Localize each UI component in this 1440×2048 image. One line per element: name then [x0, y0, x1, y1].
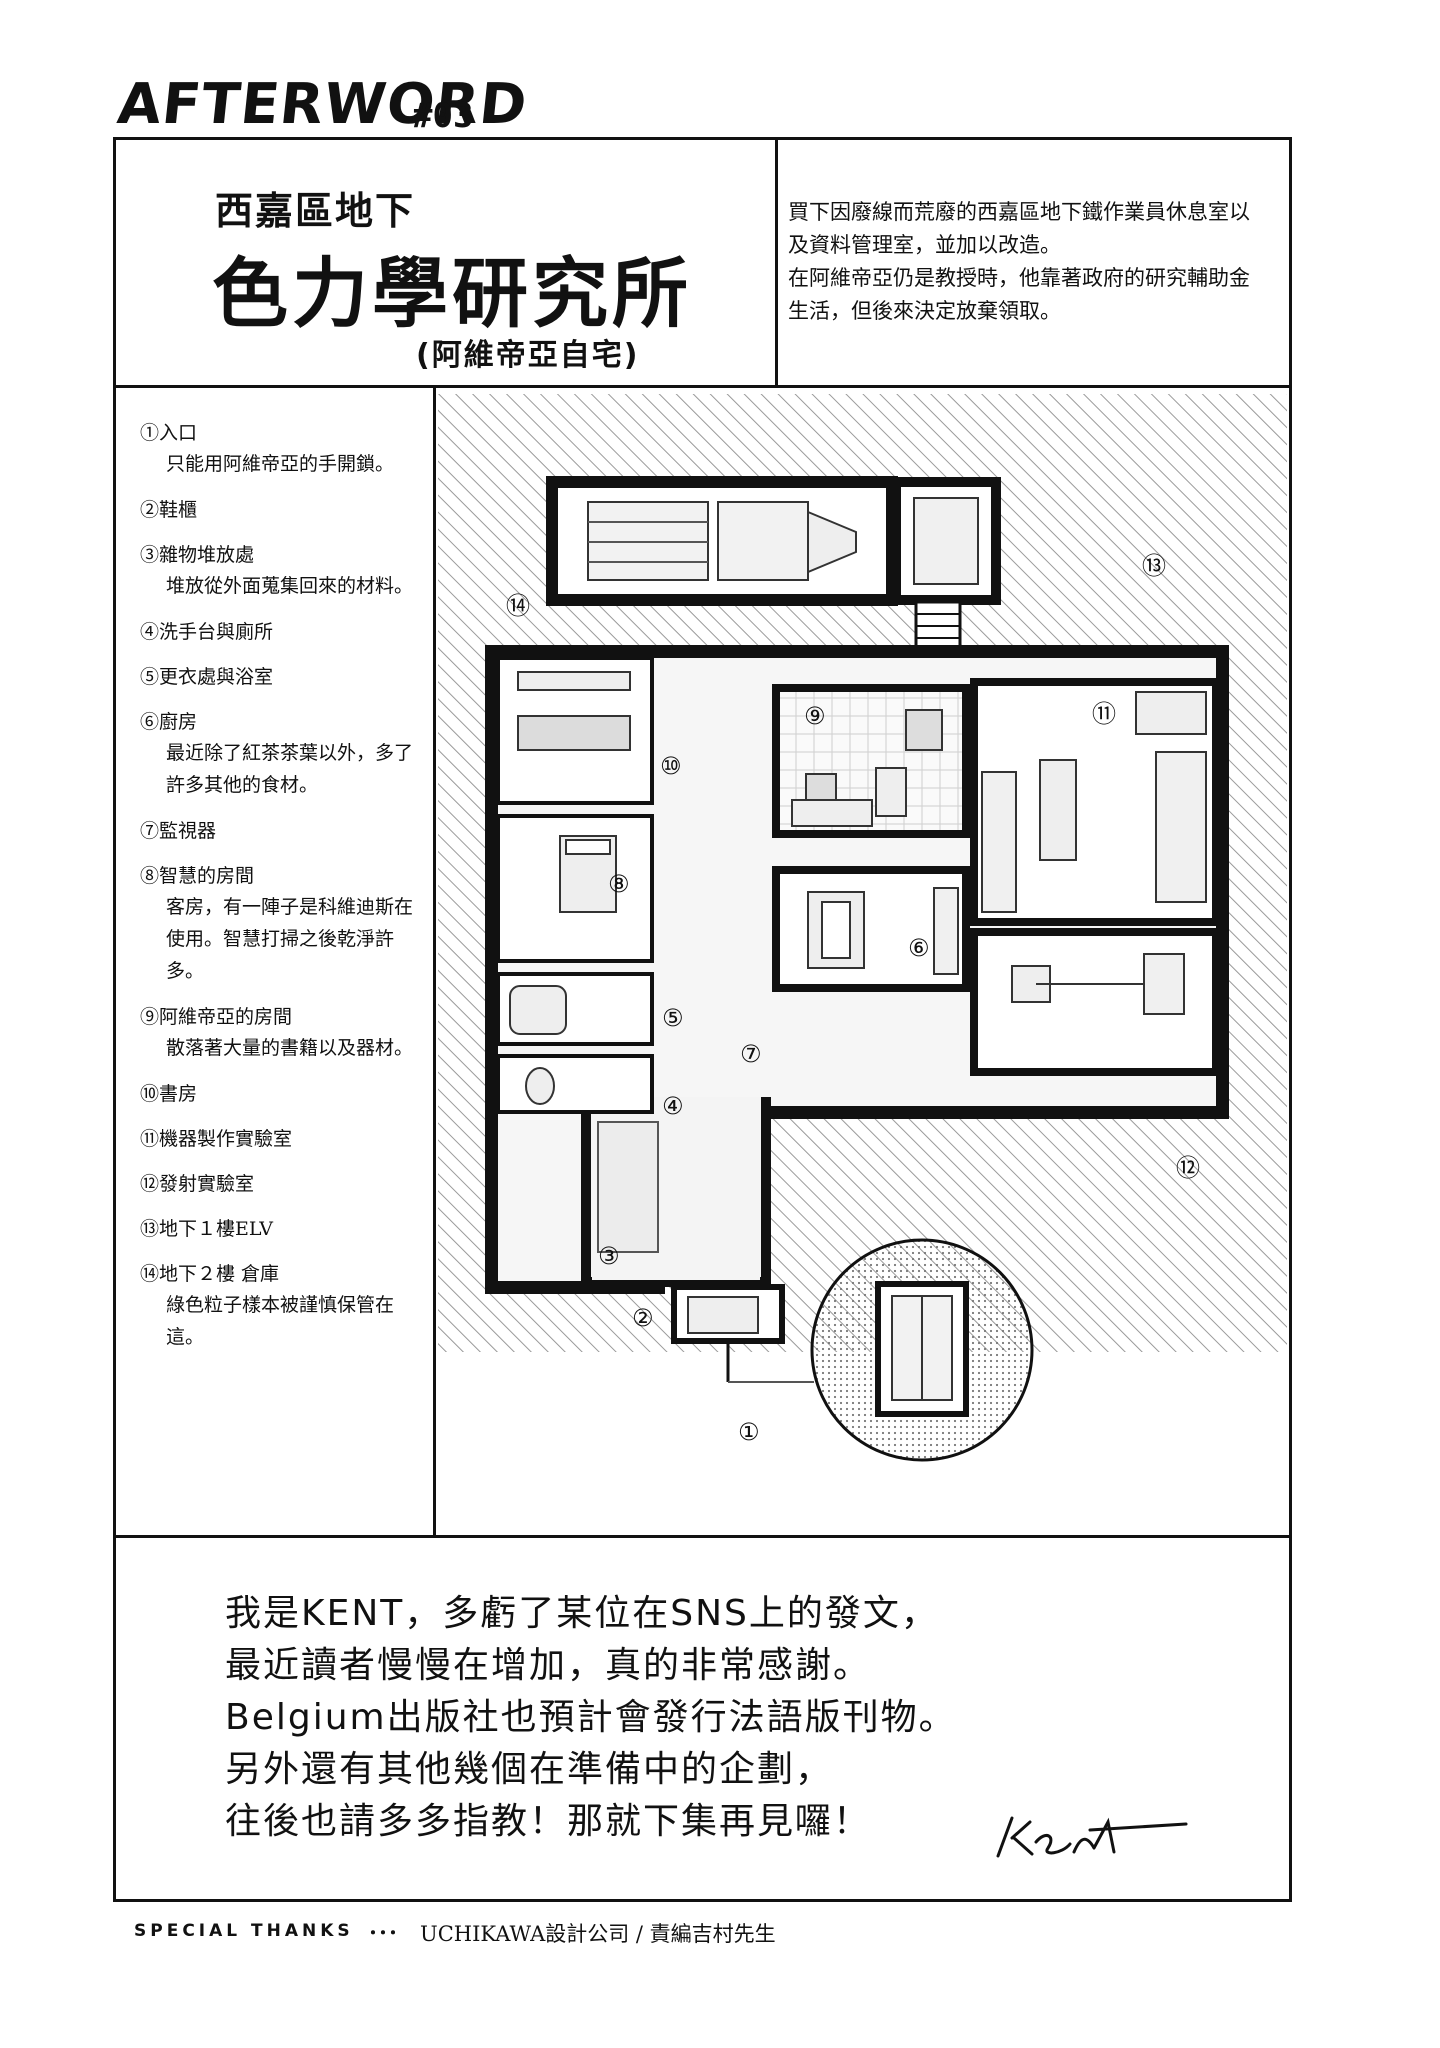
- plan-label-guest-room: ⑧: [608, 870, 630, 898]
- plan-label-kitchen: ⑥: [908, 934, 930, 962]
- plan-label-shoe-cabinet: ②: [632, 1304, 654, 1332]
- legend-item-note: 綠色粒子樣本被謹慎保管在這。: [166, 1294, 395, 1348]
- legend-item: ⑭地下２樓 倉庫綠色粒子樣本被謹慎保管在這。: [140, 1259, 430, 1353]
- legend-item: ⑥廚房最近除了紅茶茶葉以外，多了許多其他的食材。: [140, 707, 430, 801]
- clutter-storage: [597, 1121, 659, 1253]
- entrance-lock-detail: [728, 1238, 1034, 1462]
- message-line: 最近讀者慢慢在增加，真的非常感謝。: [225, 1645, 872, 1686]
- author-signature: [996, 1816, 1188, 1858]
- plan-label-storage-pile: ③: [598, 1242, 620, 1270]
- legend-item: ①入口只能用阿維帝亞的手開鎖。: [140, 418, 430, 480]
- legend-item: ⑤更衣處與浴室: [140, 662, 430, 692]
- legend-item-name: ②鞋櫃: [140, 499, 198, 521]
- legend-item-name: ①入口: [140, 422, 198, 444]
- legend-item: ③雜物堆放處堆放從外面蒐集回來的材料。: [140, 540, 430, 602]
- legend-item-name: ⑦監視器: [140, 820, 217, 842]
- legend-item: ⑩書房: [140, 1079, 430, 1109]
- legend-item: ②鞋櫃: [140, 495, 430, 525]
- legend-item-name: ④洗手台與廁所: [140, 621, 274, 643]
- legend-item-note: 只能用阿維帝亞的手開鎖。: [166, 453, 395, 475]
- description-block: 買下因廢線而荒廢的西嘉區地下鐵作業員休息室以及資料管理室，並加以改造。 在阿維帝…: [788, 196, 1268, 328]
- location-subtitle: 西嘉區地下: [215, 189, 416, 233]
- author-message: 我是KENT，多虧了某位在SNS上的發文， 最近讀者慢慢在增加，真的非常感謝。 …: [225, 1588, 1225, 1848]
- legend-item-name: ③雜物堆放處: [140, 544, 255, 566]
- plan-label-toilet: ④: [662, 1092, 684, 1120]
- residence-note: (阿維帝亞自宅): [416, 338, 640, 373]
- divider-message-top: [113, 1535, 1292, 1538]
- legend-item-note: 客房，有一陣子是科維迪斯在使用。智慧打掃之後乾淨許多。: [166, 896, 414, 982]
- message-line: 另外還有其他幾個在準備中的企劃，: [225, 1749, 834, 1790]
- legend-item-name: ⑧智慧的房間: [140, 865, 255, 887]
- lab-title: 色力學研究所: [212, 249, 692, 338]
- legend-item-note: 最近除了紅茶茶葉以外，多了許多其他的食材。: [166, 742, 414, 796]
- legend-item-name: ⑨阿維帝亞的房間: [140, 1006, 293, 1028]
- room-legend: ①入口只能用阿維帝亞的手開鎖。 ②鞋櫃 ③雜物堆放處堆放從外面蒐集回來的材料。 …: [140, 418, 430, 1368]
- legend-item-name: ⑪機器製作實驗室: [140, 1128, 293, 1150]
- special-thanks-names: UCHIKAWA設計公司 / 責編吉村先生: [420, 1922, 776, 1946]
- legend-item-note: 堆放從外面蒐集回來的材料。: [166, 575, 414, 597]
- plan-label-warehouse: ⑭: [506, 592, 530, 620]
- description-paragraph: 在阿維帝亞仍是教授時，他靠著政府的研究輔助金生活，但後來決定放棄領取。: [788, 266, 1250, 323]
- legend-item-name: ⑫發射實驗室: [140, 1173, 255, 1195]
- plan-label-avidia-room: ⑨: [804, 702, 826, 730]
- divider-title-bottom: [113, 385, 1292, 388]
- legend-item: ⑨阿維帝亞的房間散落著大量的書籍以及器材。: [140, 1002, 430, 1064]
- plan-label-entrance: ①: [738, 1418, 760, 1446]
- legend-item-name: ⑭地下２樓 倉庫: [140, 1263, 280, 1285]
- legend-item-name: ⑤更衣處與浴室: [140, 666, 274, 688]
- legend-item: ⑧智慧的房間客房，有一陣子是科維迪斯在使用。智慧打掃之後乾淨許多。: [140, 861, 430, 987]
- legend-item-name: ⑥廚房: [140, 711, 198, 733]
- message-line: 往後也請多多指教！那就下集再見囉！: [225, 1801, 872, 1842]
- legend-item: ⑪機器製作實驗室: [140, 1124, 430, 1154]
- legend-item: ⑬地下１樓ELV: [140, 1214, 430, 1244]
- plan-label-camera: ⑦: [740, 1040, 762, 1068]
- plan-label-machine-lab: ⑪: [1092, 700, 1116, 728]
- divider-title-desc: [775, 137, 778, 387]
- plan-label-launch-lab: ⑫: [1176, 1154, 1200, 1182]
- afterword-number: #03: [412, 96, 474, 136]
- elevator-b1: [891, 477, 1001, 652]
- plan-label-elevator: ⑬: [1142, 552, 1166, 580]
- legend-item-name: ⑬地下１樓ELV: [140, 1218, 273, 1240]
- legend-item: ④洗手台與廁所: [140, 617, 430, 647]
- special-thanks-label: SPECIAL THANKS: [134, 1921, 354, 1941]
- legend-item-note: 散落著大量的書籍以及器材。: [166, 1037, 414, 1059]
- legend-item: ⑦監視器: [140, 816, 430, 846]
- floor-plan: ① ② ③ ④ ⑤ ⑥ ⑦ ⑧ ⑨ ⑩ ⑪ ⑫ ⑬ ⑭: [438, 394, 1287, 1533]
- plan-label-study: ⑩: [660, 752, 682, 780]
- description-paragraph: 買下因廢線而荒廢的西嘉區地下鐵作業員休息室以及資料管理室，並加以改造。: [788, 200, 1250, 257]
- legend-item: ⑫發射實驗室: [140, 1169, 430, 1199]
- page-frame: [113, 137, 1292, 1902]
- legend-item-name: ⑩書房: [140, 1083, 198, 1105]
- special-thanks-dots: ･･･: [368, 1921, 398, 1945]
- message-line: 我是KENT，多虧了某位在SNS上的發文，: [225, 1593, 939, 1634]
- message-line: Belgium出版社也預計會發行法語版刊物。: [225, 1697, 957, 1738]
- plan-label-bath: ⑤: [662, 1004, 684, 1032]
- storage-room: [546, 476, 898, 606]
- divider-legend-plan: [433, 386, 436, 1536]
